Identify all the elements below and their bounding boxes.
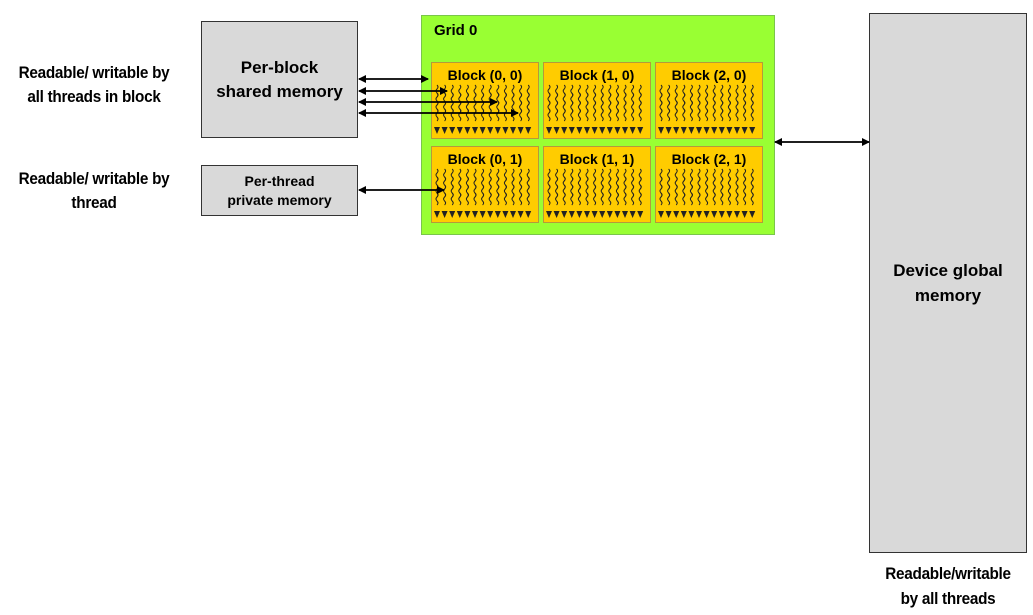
threads-icon	[658, 84, 756, 134]
global-label-line-2: by all threads	[900, 589, 996, 608]
block-2-1: Block (2, 1)	[655, 146, 763, 223]
block-label: Block (1, 1)	[559, 151, 635, 167]
shared-label-line-1: Readable/ writable by	[18, 63, 170, 82]
global-memory-line-2: memory	[914, 286, 982, 305]
global-label-line-1: Readable/writable	[885, 564, 1011, 583]
block-label: Block (2, 1)	[671, 151, 747, 167]
block-label: Block (0, 1)	[447, 151, 523, 167]
global-memory-box: Device global memory	[869, 13, 1027, 553]
shared-memory-line-2: shared memory	[216, 81, 343, 101]
grid-title: Grid 0	[434, 22, 478, 39]
grid-0: Grid 0 Block (0, 0) Block (1, 0) Block (…	[421, 15, 775, 235]
threads-icon	[434, 168, 532, 218]
private-memory-box: Per-thread private memory	[201, 165, 358, 216]
shared-memory-line-1: Per-block	[240, 57, 319, 77]
block-1-1: Block (1, 1)	[543, 146, 651, 223]
private-memory-line-1: Per-thread	[244, 172, 315, 189]
block-label: Block (2, 0)	[671, 67, 747, 83]
block-label: Block (0, 0)	[447, 67, 523, 83]
private-label-line-1: Readable/ writable by	[18, 169, 170, 188]
shared-memory-access-label: Readable/ writable by all threads in blo…	[15, 61, 173, 109]
block-1-0: Block (1, 0)	[543, 62, 651, 139]
threads-icon	[546, 168, 644, 218]
global-memory-line-1: Device global	[893, 261, 1003, 280]
threads-icon	[546, 84, 644, 134]
block-label: Block (1, 0)	[559, 67, 635, 83]
private-memory-line-2: private memory	[227, 191, 332, 208]
shared-label-line-2: all threads in block	[27, 87, 161, 106]
block-2-0: Block (2, 0)	[655, 62, 763, 139]
private-memory-access-label: Readable/ writable by thread	[15, 167, 173, 215]
threads-icon	[658, 168, 756, 218]
private-label-line-2: thread	[71, 193, 117, 212]
shared-memory-box: Per-block shared memory	[201, 21, 358, 138]
global-memory-access-label: Readable/writable by all threads	[869, 561, 1027, 611]
block-0-1: Block (0, 1)	[431, 146, 539, 223]
